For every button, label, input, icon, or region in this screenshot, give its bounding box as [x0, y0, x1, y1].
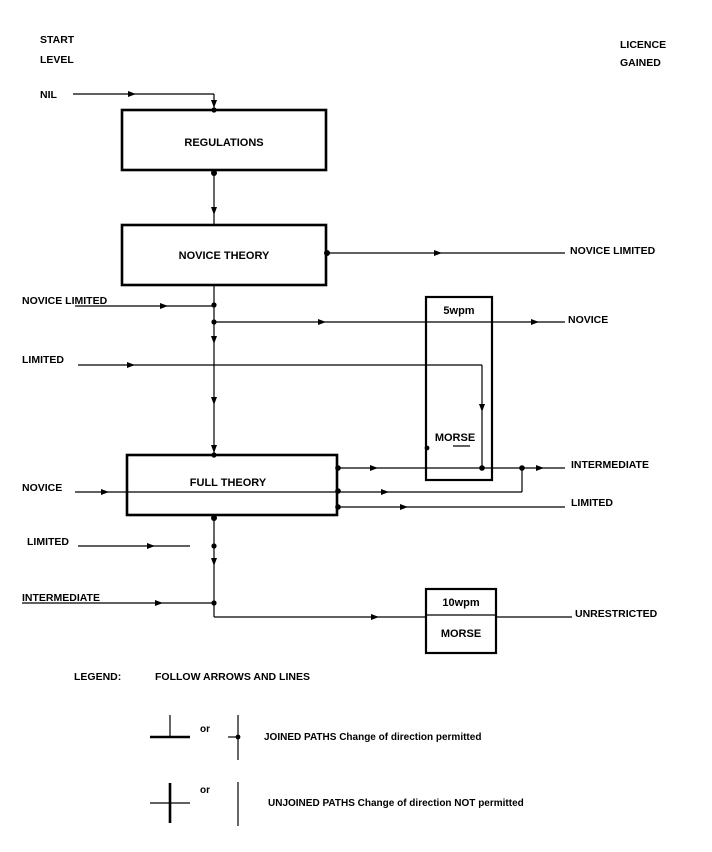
- licence-gained-heading-line2: GAINED: [620, 57, 661, 69]
- to-novice-licence-path: [214, 319, 565, 325]
- legend-or-2: or: [200, 785, 210, 796]
- licence-novice-label: NOVICE: [568, 314, 608, 326]
- full-theory-bottom-node: [211, 515, 217, 521]
- start-limited-label-1: LIMITED: [22, 354, 64, 366]
- full-theory-box: FULL THEORY: [125, 453, 339, 517]
- start-novice-label: NOVICE: [22, 482, 62, 494]
- full-theory-top-node: [211, 452, 217, 458]
- start-level-heading-line1: START: [40, 34, 75, 46]
- novice-entry-path: [75, 468, 523, 495]
- legend-or-1: or: [200, 724, 210, 735]
- morse-5wpm-box: 5wpm MORSE: [424, 295, 494, 482]
- licence-limited-label: LIMITED: [571, 497, 613, 509]
- start-novice-limited-label: NOVICE LIMITED: [22, 295, 108, 307]
- start-intermediate-label: INTERMEDIATE: [22, 592, 100, 604]
- intermediate-junction-node: [519, 465, 525, 471]
- novice-theory-label: NOVICE THEORY: [179, 250, 270, 262]
- start-level-heading-line2: LEVEL: [40, 54, 74, 66]
- licence-gained-heading-line1: LICENCE: [620, 39, 666, 51]
- legend-joined-text: JOINED PATHS Change of direction permitt…: [264, 732, 481, 743]
- limited-to-morse-path: [78, 362, 485, 468]
- start-nil-label: NIL: [40, 89, 58, 101]
- novice-theory-to-full-theory-path: [211, 285, 217, 455]
- nil-entry-path: [73, 91, 217, 110]
- novice-theory-to-novice-limited-path: [327, 250, 565, 256]
- full-theory-to-morse10-path: [211, 515, 426, 620]
- to-intermediate-licence-path: [338, 465, 565, 471]
- legend-unjoined-text: UNJOINED PATHS Change of direction NOT p…: [268, 798, 524, 809]
- lower-trunk-node-1: [211, 543, 217, 549]
- legend-joined-thin-symbol: [228, 715, 241, 760]
- to-limited-licence-path: [338, 504, 565, 510]
- full-theory-label: FULL THEORY: [190, 477, 267, 489]
- morse-10wpm-box: 10wpm MORSE: [424, 587, 498, 655]
- morse-5wpm-label: MORSE: [435, 432, 475, 444]
- intermediate-morse-node: [479, 465, 485, 471]
- regulations-box: REGULATIONS: [120, 108, 328, 172]
- licence-unrestricted-label: UNRESTRICTED: [575, 608, 658, 620]
- regulations-to-novice-theory-path: [211, 173, 217, 225]
- morse-5wpm-speed: 5wpm: [443, 305, 474, 317]
- morse-10wpm-speed: 10wpm: [442, 597, 480, 609]
- novice-limited-entry-path: [75, 303, 214, 309]
- legend-joined-thick-symbol: [150, 715, 190, 739]
- legend-unjoined-thick-symbol: [150, 783, 190, 823]
- regulations-top-node: [211, 107, 217, 113]
- novice-theory-box: NOVICE THEORY: [120, 223, 328, 287]
- licence-intermediate-label: INTERMEDIATE: [571, 459, 649, 471]
- limited-lower-entry-path: [78, 543, 190, 549]
- licence-novice-limited-label: NOVICE LIMITED: [570, 245, 656, 257]
- morse-10wpm-label: MORSE: [441, 628, 481, 640]
- full-theory-right-node-2: [335, 488, 341, 494]
- morse-5wpm-left-node: [424, 445, 430, 451]
- trunk-node-1: [211, 302, 217, 308]
- start-limited-label-2: LIMITED: [27, 536, 69, 548]
- intermediate-entry-path: [22, 600, 214, 606]
- legend-title: LEGEND:: [74, 671, 121, 683]
- legend-instruction: FOLLOW ARROWS AND LINES: [155, 671, 310, 683]
- regulations-label: REGULATIONS: [184, 137, 263, 149]
